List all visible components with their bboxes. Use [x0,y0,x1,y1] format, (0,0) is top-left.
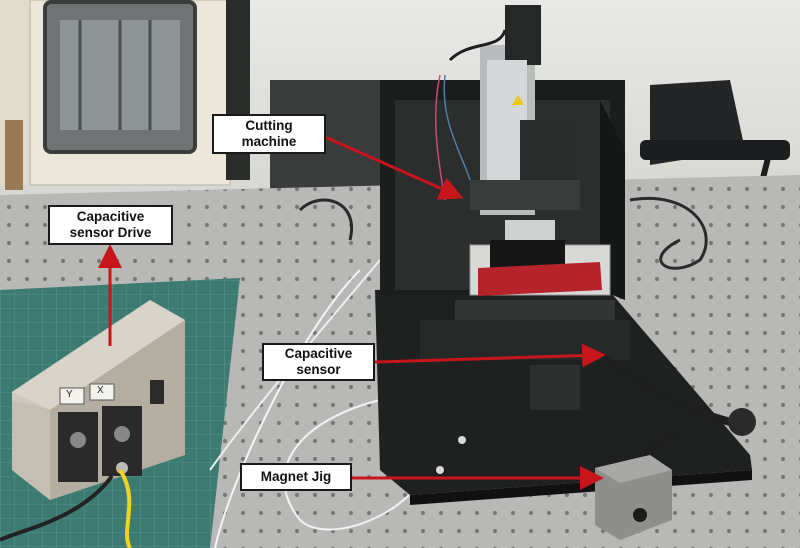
label-line: machine [241,134,297,149]
label-line: Capacitive [284,346,353,361]
label-line: Cutting [245,118,293,133]
label-capacitive-sensor: Capacitive sensor [262,343,375,381]
label-line: sensor Drive [69,225,152,240]
label-cutting-machine: Cutting machine [212,114,326,154]
arrow-cutting-machine [324,135,464,200]
sensor-drive-box [12,300,185,500]
channel-label-x: X [97,385,104,396]
label-line: sensor [296,362,341,377]
arrow-capacitive-sensor [374,343,606,368]
channel-label-y: Y [66,389,73,400]
label-magnet-jig: Magnet Jig [240,463,352,491]
label-sensor-drive: Capacitive sensor Drive [48,205,173,245]
magnet-jig [595,455,672,540]
label-line: Magnet Jig [260,469,332,484]
label-line: Capacitive [76,209,145,224]
